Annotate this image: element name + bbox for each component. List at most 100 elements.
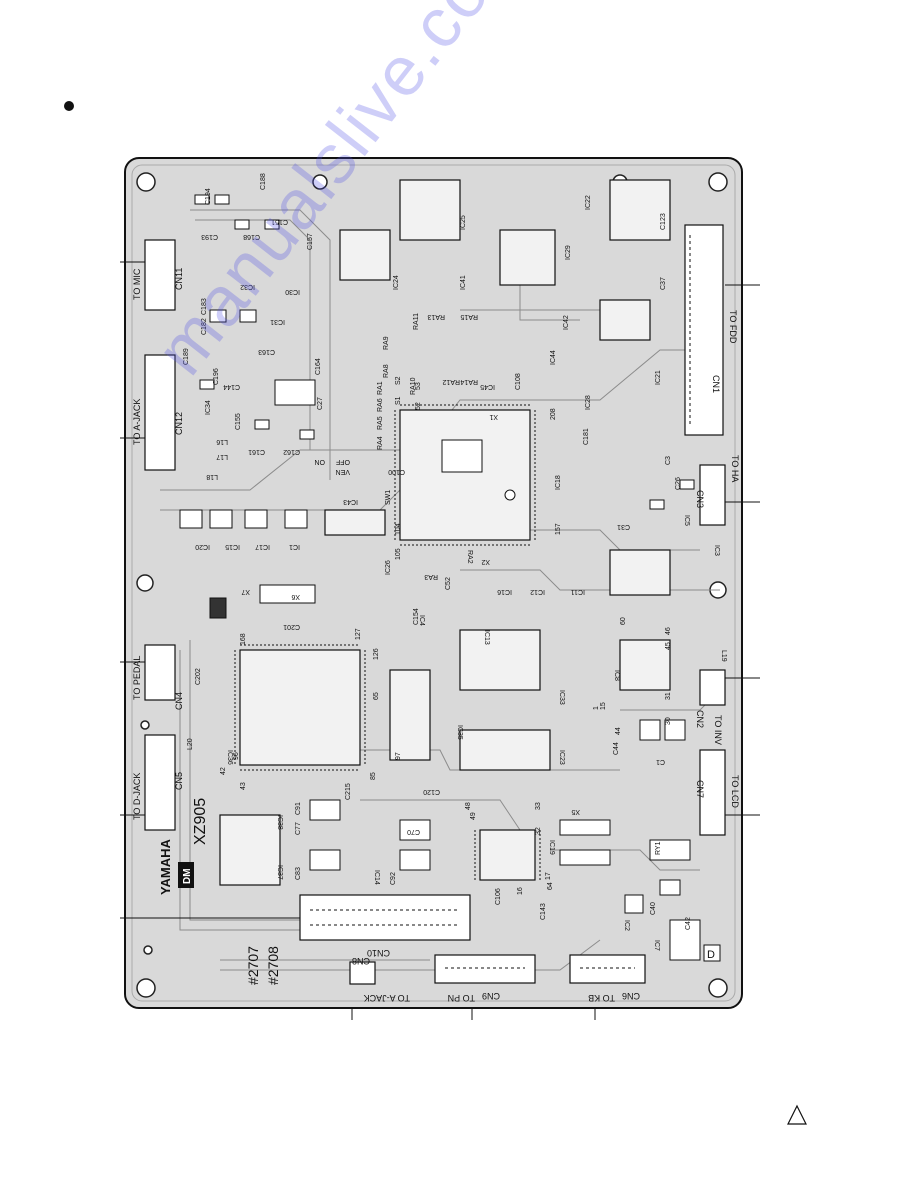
ic-label: IC21 (655, 370, 662, 385)
ic-label: IC19 (548, 840, 555, 855)
pin-number: 42 (220, 767, 227, 775)
cap-label: C44 (613, 742, 620, 755)
cap-label: C181 (583, 428, 590, 445)
cap-label: C106 (495, 888, 502, 905)
serial-label-2: #2708 (265, 946, 281, 985)
warning-triangle-icon (787, 1104, 807, 1125)
resistor-label: RA14 (460, 378, 478, 385)
ic-label: IC11 (571, 588, 585, 595)
switch-label: SW1 (385, 490, 392, 505)
chip-pins (234, 404, 541, 880)
cn5-label: CN5 (174, 772, 184, 790)
pin-number: 157 (555, 523, 562, 535)
coil-label: L17 (216, 453, 228, 460)
cap-label: C83 (295, 867, 302, 880)
crystal-label: X5 (571, 808, 580, 815)
ic-label: IC41 (460, 275, 467, 290)
cap-label: C123 (660, 213, 667, 230)
cap-label: C215 (345, 783, 352, 800)
section-bullet (64, 101, 74, 111)
ic-label: IC20 (195, 543, 210, 550)
pin-number: 97 (395, 752, 402, 760)
resistor-label: RA15 (460, 313, 478, 320)
cn2-label: CN2 (695, 710, 705, 728)
pin-number: 17 (545, 872, 552, 880)
cn3-body (699, 464, 726, 526)
cn2-to-label: TO INV (713, 715, 723, 745)
cap-label: C163 (258, 348, 275, 355)
cap-label: C91 (295, 802, 302, 815)
cap-label: C120 (423, 788, 440, 795)
cn6-body (569, 954, 646, 984)
ic-label: IC33 (558, 690, 565, 705)
pin-number: 168 (240, 633, 247, 645)
cap-label: C188 (260, 173, 267, 190)
cap-label: C151 (271, 218, 288, 225)
pin-number: 52 (415, 402, 422, 410)
ic-label: IC23 (558, 750, 565, 765)
ic-packages (219, 179, 671, 886)
cap-label: C182 (201, 318, 208, 335)
cn3-to-label: TO HA (730, 455, 740, 482)
cn4-body (144, 644, 176, 701)
ic-label: IC30 (285, 288, 300, 295)
cap-label: C70 (407, 828, 420, 835)
dm-label: DM (182, 868, 193, 884)
ic-label: IC28 (585, 395, 592, 410)
coil-label: L20 (187, 738, 194, 750)
ic-label: IC38 (276, 815, 283, 830)
ic-label: IC34 (205, 400, 212, 415)
cap-label: C189 (183, 348, 190, 365)
pin-number: 127 (355, 628, 362, 640)
pin-number: 15 (600, 702, 607, 710)
cn12-label: CN12 (174, 412, 184, 435)
cap-label: C201 (283, 623, 300, 630)
cap-label: C100 (388, 468, 405, 475)
resistor-label: RA11 (413, 313, 420, 330)
ic-label: IC42 (563, 315, 570, 330)
mounting-holes (136, 172, 728, 998)
pin-number: 32 (535, 827, 542, 835)
d-mark: D (707, 949, 715, 961)
ic-label: IC32 (240, 283, 255, 290)
ic-label: IC43 (343, 498, 358, 505)
ic-label: IC26 (385, 560, 392, 575)
pin-number: 96 (233, 752, 240, 760)
coil-label: L18 (206, 473, 218, 480)
cap-label: C154 (413, 608, 420, 625)
cap-label: C27 (317, 397, 324, 410)
cap-label: C26 (675, 477, 682, 490)
cap-label: C1 (656, 758, 665, 765)
ic-label: IC13 (483, 630, 490, 645)
pin-number: 43 (240, 782, 247, 790)
pin-number: 45 (665, 642, 672, 650)
cap-label: C143 (540, 903, 547, 920)
resistor-label: RA2 (466, 550, 473, 564)
coil-label: L19 (720, 650, 727, 662)
cn5-body (144, 734, 176, 831)
resistor-label: RA9 (383, 336, 390, 350)
leader-lines (120, 261, 760, 1020)
cap-label: C37 (660, 277, 667, 290)
ic-label: IC45 (480, 383, 495, 390)
cn2-body (699, 669, 726, 706)
resistor-label: RA4 (377, 436, 384, 450)
ic-label: IC37 (276, 865, 283, 880)
connector-bodies (144, 224, 726, 985)
cap-label: C162 (283, 448, 300, 455)
ic-label: IC29 (565, 245, 572, 260)
cn6-label: CN6 (622, 991, 640, 1001)
resistor-label: RA3 (424, 573, 438, 580)
cap-label: C77 (295, 822, 302, 835)
switch-ven-label: VEN (336, 468, 350, 475)
ic-label: IC17 (255, 543, 270, 550)
crystal-label: X2 (481, 558, 490, 565)
cn7-label: CN7 (695, 780, 705, 798)
cap-label: C42 (685, 917, 692, 930)
pin-number: 46 (665, 627, 672, 635)
resistor-label: RY1 (655, 841, 662, 855)
ic-label: IC4 (418, 615, 425, 626)
cn8-to-label: TO A-JACK (364, 993, 410, 1003)
switch-label: S1 (395, 396, 402, 405)
ic-label: IC18 (555, 475, 562, 490)
